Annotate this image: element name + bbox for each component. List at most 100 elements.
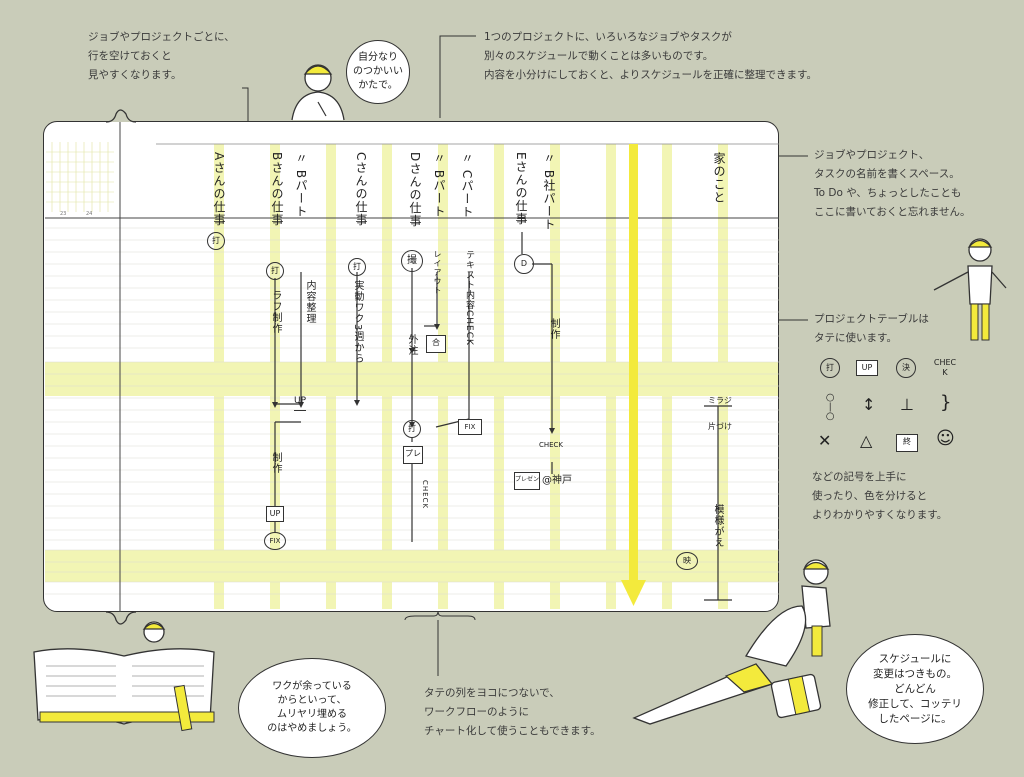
annotation-line: よりわかりやすくなります。 [812,509,948,521]
annotation-line: 1つのプロジェクトに、いろいろなジョブやタスクが [484,31,732,43]
annotation-line: To Do や、ちょっとしたことも [814,187,962,199]
node-pre: プレ [403,446,423,464]
legend-triangle-symbol: △ [860,431,873,450]
home-item: 片づけ [708,422,732,431]
annotation-top-center: 1つのプロジェクトに、いろいろなジョブやタスクが 別々のスケジュールで動くことは… [484,28,817,85]
column-header: 〃 Cパート [460,152,474,219]
legend-check-symbol: CHECK [933,358,957,377]
legend-both-arrow-symbol: ↕ [862,395,876,414]
task-label: CHECK [421,480,429,510]
grid-number: 24 [86,211,93,217]
task-label: 模様がえ [712,504,723,548]
annotation-line: 別々のスケジュールで動くことは多いものです。 [484,50,714,62]
node-up: UP [266,506,284,522]
task-label: レイアウト [433,250,442,295]
home-item: ミラジ [708,396,732,405]
person-pointing-illustration [933,238,1007,341]
legend-cross-symbol: ✕ [818,431,832,450]
annotation-right-top: ジョブやプロジェクト、 タスクの名前を書くスペース。 To Do や、ちょっとし… [814,146,971,222]
ring-notch-top [106,109,137,123]
node-check: CHECK [538,441,564,449]
notebook-page: Aさんの仕事 Bさんの仕事 〃 Bパート Cさんの仕事 Dさんの仕事 〃 Bパー… [43,121,779,613]
column-header: 〃 Bパート [432,152,446,219]
flow-lines [272,232,732,601]
speech-bubble-bottom-left: ワクが余っている からといって、 ムリヤリ埋める のはやめましょう。 [238,658,386,758]
bubble-line: かたで。 [358,80,398,91]
node-movie: 映 [676,552,698,570]
task-label: 内容整理 [304,280,315,324]
bubble-line: 変更はつきもの。 [873,667,957,680]
node-join: 合 [426,335,446,353]
task-label: ラフ制作 [270,290,281,334]
annotation-line: 内容を小分けにしておくと、よりスケジュールを正確に整理できます。 [484,69,817,81]
node-fix: FIX [264,532,286,550]
annotation-line: 行を空けておくと [88,50,172,62]
task-label: 制作 [270,452,281,474]
legend-end-symbol: ⊥ [900,395,914,414]
bubble-line: したページに。 [878,712,952,725]
annotation-bottom-center: タテの列をヨコにつないで、 ワークフローのように チャート化して使うこともできま… [424,684,601,741]
open-notebook-illustration [33,621,215,732]
annotation-line: ここに書いておくと忘れません。 [814,206,971,218]
legend-decide-symbol: 決 [896,358,916,378]
column-header: 家のこと [712,152,726,204]
annotation-line: ジョブやプロジェクトごとに、 [88,31,235,43]
column-header: Bさんの仕事 [270,152,284,227]
column-header: Eさんの仕事 [514,152,528,226]
annotation-line: タテの列をヨコにつないで、 [424,687,560,699]
annotation-line: プロジェクトテーブルは [814,313,929,325]
ring-notch-bottom [106,611,137,625]
node-present: プレゼン [514,472,540,490]
bubble-line: ワクが余っている [272,681,352,692]
column-header: Cさんの仕事 [354,152,368,227]
column-header: 〃 B社パート [542,152,556,232]
column-header: Dさんの仕事 [408,152,422,228]
column-header: 〃 Bパート [294,152,308,219]
node-place: @神戸 [542,475,572,486]
annotation-line: などの記号を上手に [812,471,907,483]
node-shoot: 撮 [401,250,423,272]
eraser-illustration [770,673,822,719]
person-eraser-illustration [632,559,831,725]
timeline-arrow [621,144,646,606]
legend-brace-symbol: } [940,392,952,413]
bubble-line: スケジュールに [878,652,952,665]
node-fix: FIX [458,419,482,435]
column-header: Aさんの仕事 [212,152,226,227]
legend-up-symbol: UP [856,360,878,376]
annotation-line: ジョブやプロジェクト、 [814,149,930,161]
annotation-right-mid: プロジェクトテーブルは タテに使います。 [814,310,929,348]
node-meeting: 打 [266,262,284,280]
grid-number: 23 [60,211,67,217]
bubble-line: からといって、 [277,695,347,706]
annotation-line: チャート化して使うこともできます。 [424,725,601,737]
legend-span-symbol: ○—○ [824,393,836,421]
speech-bubble-top: 自分なり のつかいい かたで。 [346,40,410,104]
annotation-right-bottom: などの記号を上手に 使ったり、色を分けると よりわかりやすくなります。 [812,468,947,525]
node-up: UP [294,392,307,411]
annotation-line: ワークフローのように [424,706,529,718]
bubble-line: 修正して、コッテリ [868,697,962,710]
annotation-line: 見やすくなります。 [88,69,182,81]
speech-bubble-bottom-right: スケジュールに 変更はつきもの。 どんどん 修正して、コッテリ したページに。 [846,634,984,744]
bubble-line: ムリヤリ埋める [277,709,347,720]
legend-smile-symbol: ☺ [936,428,955,449]
annotation-line: タスクの名前を書くスペース。 [814,168,960,180]
bubble-line: のはやめましょう。 [267,723,357,734]
legend-meeting-symbol: 打 [820,358,840,378]
task-label: テキスト内容CHECK [464,250,474,346]
task-label: 実動ワク3週から [352,280,363,365]
annotation-line: 使ったり、色を分けると [812,490,928,502]
bubble-line: のつかいい [353,66,403,77]
node-deadline: D [514,254,534,274]
annotation-line: タテに使います。 [814,332,897,344]
node-meeting: 打 [403,420,421,438]
bubble-line: 自分なり [358,52,398,63]
node-meeting: 打 [207,232,225,250]
legend-finish-symbol: 終 [896,434,918,452]
node-meeting: 打 [348,258,366,276]
person-writing-illustration [291,64,345,121]
task-label: 制作 [548,318,559,340]
bubble-line: どんどん [894,682,936,695]
task-label: 外注 [406,334,417,356]
